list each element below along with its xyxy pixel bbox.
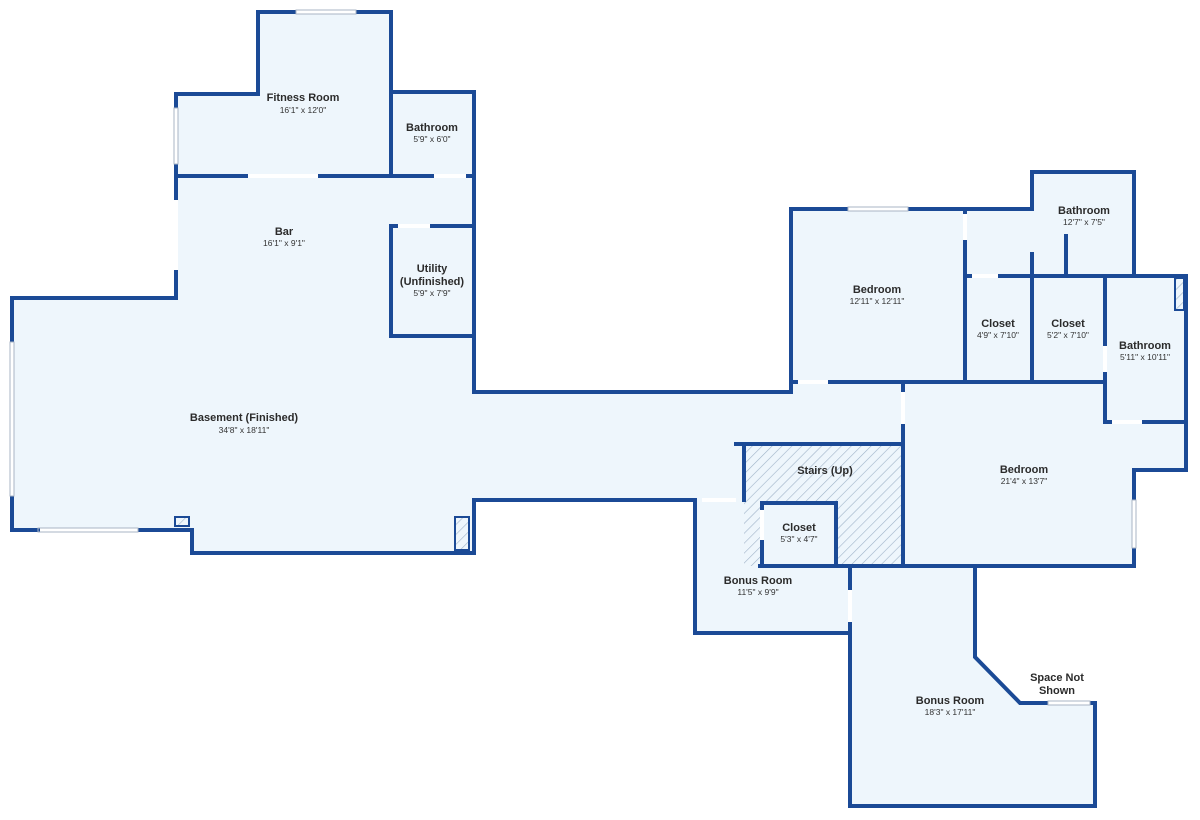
closet-fill bbox=[762, 503, 836, 565]
room-label: Basement (Finished) bbox=[190, 412, 299, 424]
room-dims: 11'5" x 9'9" bbox=[737, 587, 778, 597]
room-label: Utility bbox=[417, 263, 448, 275]
room-label: Space Not bbox=[1030, 672, 1084, 684]
fixture-hatch bbox=[174, 516, 190, 527]
windows bbox=[9, 9, 1142, 706]
room-label: Bedroom bbox=[853, 284, 902, 296]
room-label: Bathroom bbox=[1119, 340, 1171, 352]
room-dims: 5'2" x 7'10" bbox=[1047, 330, 1089, 340]
room-dims: 16'1" x 9'1" bbox=[263, 238, 305, 248]
room-label: Closet bbox=[981, 318, 1015, 330]
room-label: (Unfinished) bbox=[400, 276, 464, 288]
floor-area bbox=[12, 12, 1186, 806]
room-labels: Fitness Room 16'1" x 12'0" Bathroom 5'9"… bbox=[190, 92, 1171, 717]
room-label: Stairs (Up) bbox=[797, 465, 853, 477]
room-dims: 12'7" x 7'5" bbox=[1063, 217, 1105, 227]
room-label: Bar bbox=[275, 226, 294, 238]
room-label: Shown bbox=[1039, 685, 1075, 697]
room-dims: 5'3" x 4'7" bbox=[780, 534, 817, 544]
room-dims: 18'3" x 17'11" bbox=[925, 707, 976, 717]
room-dims: 34'8" x 18'11" bbox=[219, 425, 270, 435]
room-dims: 16'1" x 12'0" bbox=[280, 105, 327, 115]
room-dims: 5'9" x 6'0" bbox=[413, 134, 450, 144]
room-label: Bedroom bbox=[1000, 464, 1049, 476]
room-label: Bathroom bbox=[406, 122, 458, 134]
room-dims: 5'9" x 7'9" bbox=[413, 288, 450, 298]
room-dims: 21'4" x 13'7" bbox=[1001, 476, 1048, 486]
fixture-hatch bbox=[454, 516, 470, 551]
room-label: Bonus Room bbox=[724, 575, 793, 587]
room-label: Closet bbox=[1051, 318, 1085, 330]
room-label: Fitness Room bbox=[267, 92, 340, 104]
room-dims: 5'11" x 10'11" bbox=[1120, 352, 1170, 362]
room-label: Bonus Room bbox=[916, 695, 985, 707]
room-label: Closet bbox=[782, 522, 816, 534]
room-label: Bathroom bbox=[1058, 205, 1110, 217]
room-dims: 4'9" x 7'10" bbox=[977, 330, 1019, 340]
fixture-hatch bbox=[1174, 277, 1185, 311]
room-dims: 12'11" x 12'11" bbox=[850, 296, 905, 306]
